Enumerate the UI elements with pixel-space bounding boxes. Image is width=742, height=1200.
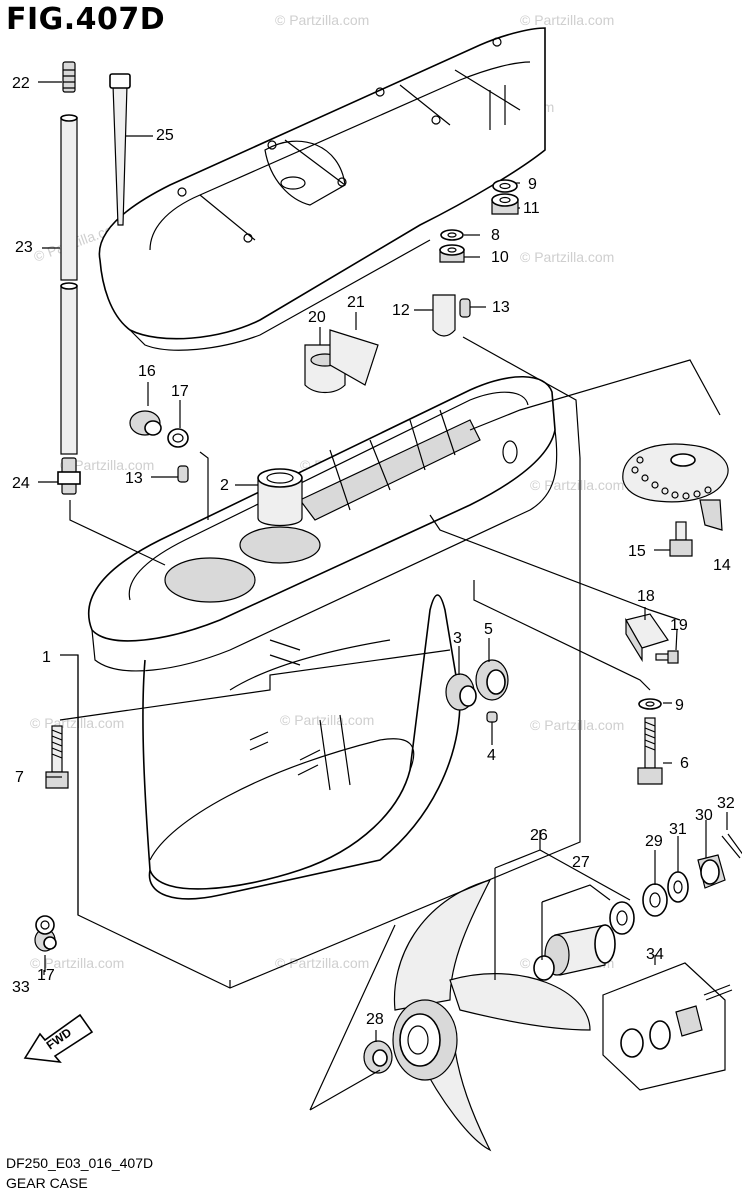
callout-29: 29: [645, 833, 663, 850]
part-16-plug: [129, 410, 162, 436]
part-32-cotter-pin: [721, 833, 742, 859]
callout-numbers: 1 2 3 4 5 6 7 8 9 10 11 12 13 14 15 16 1…: [12, 75, 735, 1028]
watermark: © Partzilla.com: [60, 457, 154, 473]
part-17-gasket-lower: [35, 915, 55, 935]
callout-26: 26: [530, 827, 548, 844]
part-18-block: [625, 613, 669, 663]
callout-17: 17: [171, 383, 189, 400]
callout-5: 5: [484, 621, 493, 638]
part-1-gear-case: [87, 375, 558, 900]
callout-21: 21: [347, 294, 365, 311]
callout-11: 11: [523, 200, 540, 217]
part-9-washer: [492, 179, 518, 193]
watermark: © Partzilla.com: [530, 717, 624, 733]
callout-25: 25: [156, 127, 174, 144]
part-21-plate: [329, 329, 379, 386]
fwd-arrow: FWD: [23, 1013, 94, 1064]
part-23-tube: [60, 114, 78, 455]
callout-9: 9: [528, 176, 537, 193]
part-6-bolt: [637, 717, 663, 785]
callout-13-lower: 13: [125, 470, 143, 487]
part-10-nut: [439, 244, 465, 263]
callout-12: 12: [392, 302, 410, 319]
callout-27: 27: [572, 854, 590, 871]
figure-code: DF250_E03_016_407D: [6, 1155, 154, 1171]
callout-33: 33: [12, 979, 30, 996]
part-19-screw: [655, 650, 679, 664]
part-11-nut: [491, 193, 519, 215]
part-13-pin-lower: [177, 465, 189, 483]
part-34-nut-kit: [620, 984, 733, 1058]
callout-10: 10: [491, 249, 509, 266]
callout-13: 13: [492, 299, 510, 316]
callout-23: 23: [15, 239, 33, 256]
watermark: © Partzilla.com: [520, 12, 614, 28]
part-25-tie: [109, 73, 131, 226]
watermark: © Partzilla.com: [30, 955, 124, 971]
callout-19: 19: [670, 617, 688, 634]
callout-28: 28: [366, 1011, 384, 1028]
callout-7: 7: [15, 769, 24, 786]
figure-title: FIG.407D: [6, 2, 166, 37]
part-15-bolt: [669, 521, 693, 557]
part-8-washer: [440, 229, 464, 241]
part-13-pin: [459, 298, 471, 318]
callout-22: 22: [12, 75, 30, 92]
watermark: © Partzilla.com: [530, 477, 624, 493]
part-27-hub-kit: [533, 901, 635, 981]
callout-8: 8: [491, 227, 500, 244]
callout-24: 24: [12, 475, 30, 492]
callout-14: 14: [713, 557, 731, 574]
callout-17-lower: 17: [37, 967, 55, 984]
part-4-pin: [486, 711, 498, 723]
part-30-nut: [697, 854, 726, 889]
part-29-washer: [642, 883, 668, 917]
part-31-washer: [667, 871, 689, 903]
callout-9-lower: 9: [675, 697, 684, 714]
part-2-bushing: [257, 468, 303, 527]
watermark: © Partzilla.com: [280, 712, 374, 728]
part-33-plug: [34, 928, 57, 952]
callout-3: 3: [453, 630, 462, 647]
part-9-washer-lower: [638, 698, 662, 710]
part-17-gasket: [167, 428, 189, 448]
part-24-fitting: [57, 457, 81, 495]
callout-2: 2: [220, 477, 229, 494]
part-22-plug: [62, 61, 76, 93]
part-28-washer: [363, 1040, 393, 1074]
part-14-anode: [622, 443, 729, 531]
watermark: © Partzilla.com: [275, 12, 369, 28]
callout-15: 15: [628, 543, 646, 560]
part-3-seal: [445, 673, 477, 711]
callout-1: 1: [42, 649, 51, 666]
callout-18: 18: [637, 588, 655, 605]
callout-16: 16: [138, 363, 156, 380]
callout-30: 30: [695, 807, 713, 824]
callout-31: 31: [669, 821, 687, 838]
cover-plate: [98, 27, 546, 351]
part-26-propeller: [392, 879, 591, 1152]
callout-20: 20: [308, 309, 326, 326]
watermark: © Partzilla.com: [520, 249, 614, 265]
part-12-clip: [432, 294, 456, 337]
part-7-bolt: [45, 725, 69, 789]
leader-lines: [38, 81, 728, 1111]
figure-name: GEAR CASE: [6, 1175, 88, 1191]
callout-6: 6: [680, 755, 689, 772]
callout-34: 34: [646, 946, 664, 963]
callout-32: 32: [717, 795, 735, 812]
part-5-bearing: [475, 659, 509, 701]
callout-4: 4: [487, 747, 496, 764]
